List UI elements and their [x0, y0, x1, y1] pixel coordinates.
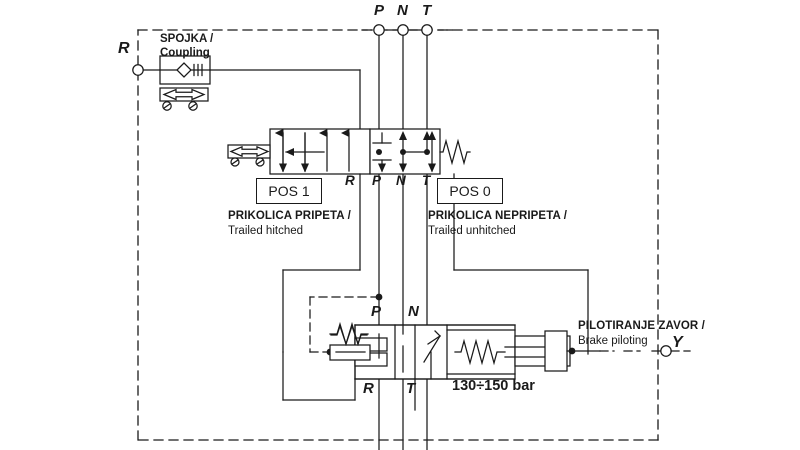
brake-valve-port-label-R: R [363, 380, 374, 397]
brake-valve-port-label-N: N [408, 303, 419, 320]
port-label-R-left: R [118, 40, 130, 57]
valve-return-spring [439, 138, 471, 166]
brake-valve-left-spring [330, 324, 368, 346]
bottom-connections [282, 351, 416, 411]
top-port-group [361, 24, 453, 450]
port-label-Y: Y [672, 334, 683, 351]
main-directional-valve [227, 128, 471, 271]
valve-port-label-T: T [422, 173, 431, 188]
pos1-caption-line1: PRIKOLICA PRIPETA / [228, 210, 351, 222]
pos0-caption-line2: Trailed unhitched [428, 225, 516, 237]
valve-port-label-R: R [345, 173, 355, 188]
valve-manual-actuator [227, 144, 271, 167]
position-box-pos1: POS 1 [256, 178, 322, 204]
valve-port-label-N: N [396, 173, 406, 188]
coupling-symbol [159, 55, 361, 141]
valve-port-label-P: P [372, 173, 382, 188]
coupling-title-line2: Coupling [160, 47, 210, 59]
port-label-P-top: P [374, 2, 385, 19]
brake-control-valve [329, 321, 601, 380]
pos1-caption-line2: Trailed hitched [228, 225, 304, 237]
valve-pos0-arrowheads [378, 131, 436, 173]
pilot-title-line1: PILOTIRANJE ZAVOR / [578, 320, 705, 332]
pilot-title-line2: Brake piloting [578, 335, 648, 347]
pos0-caption-line1: PRIKOLICA NEPRIPETA / [428, 210, 568, 222]
brake-valve-port-label-T: T [406, 380, 416, 397]
trunk-junction-dots [376, 149, 382, 155]
pressure-setting-label: 130÷150 bar [452, 378, 535, 394]
port-label-N-top: N [397, 2, 408, 19]
pilot-output-line [599, 345, 691, 357]
coupling-manual-actuator [159, 87, 209, 111]
port-label-T-top: T [422, 2, 432, 19]
brake-valve-port-label-P: P [371, 303, 382, 320]
coupling-title-line1: SPOJKA / [160, 33, 214, 45]
left-port-R-group [132, 64, 161, 76]
pilot-output-dot [568, 347, 576, 355]
position-box-pos0: POS 0 [437, 178, 503, 204]
